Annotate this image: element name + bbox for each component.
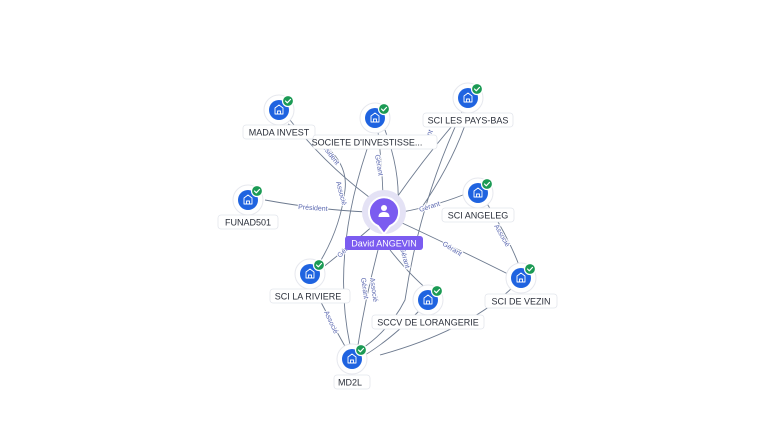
edge-label-funad-president: Président [298,204,328,213]
company-label: MADA INVEST [249,128,310,138]
company-node-vezin[interactable]: SCI DE VEZIN [484,262,558,309]
company-label: SCI DE VEZIN [491,297,550,307]
company-node-angeleg[interactable]: SCI ANGELEG [441,177,515,223]
company-node-funad[interactable]: FUNAD501 [217,184,279,230]
company-label: SCI LES PAYS-BAS [428,116,509,126]
company-node-paysbas[interactable]: SCI LES PAYS-BAS [422,82,514,128]
edge-center-md2l [357,249,379,346]
edge-center-lorangerie [389,249,429,291]
edge-label-center-vezin-gerant: Gérant [441,241,463,258]
verified-badge-icon [430,284,444,298]
edge-funad-president [264,199,369,213]
edge-label-riviere-md2l-associe: Associé [322,310,339,335]
verified-badge-icon [281,94,295,108]
company-label: SCI LA RIVIERE [275,292,342,302]
edge-label-center-lorangerie-gerant: Gérant [398,247,410,270]
edge-paysbas-associe [359,111,463,351]
person-node-center[interactable]: David ANGEVIN [345,190,423,250]
edge-center-vezin [399,221,511,276]
company-node-mada[interactable]: MADA INVEST [242,94,316,140]
person-label: David ANGEVIN [351,239,417,249]
verified-badge-icon [470,82,484,96]
company-node-societe[interactable]: SOCIETE D'INVESTISSE... [312,102,438,150]
company-label: FUNAD501 [225,218,271,228]
edge-labels: Président Associé Gérant Gérant Présiden… [297,128,512,336]
verified-badge-icon [377,102,391,116]
verified-badge-icon [250,184,264,198]
verified-badge-icon [480,177,494,191]
company-node-md2l[interactable]: MD2L [333,343,371,390]
company-label: SOCIETE D'INVESTISSE... [312,138,423,148]
edge-label-angeleg-vezin-associe: Associé [492,224,510,249]
person-icon [378,205,390,217]
edge-label-center-md2l-gerant: Gérant [359,277,369,299]
verified-badge-icon [312,258,326,272]
edge-label-angeleg-gerant: Gérant [418,201,441,214]
verified-badge-icon [354,343,368,357]
company-node-lorangerie[interactable]: SCCV DE LORANGERIE [371,284,485,330]
company-label: SCI ANGELEG [448,211,509,221]
edge-label-center-md2l-associe: Associé [368,277,378,302]
verified-badge-icon [523,262,537,276]
company-label: SCCV DE LORANGERIE [377,318,479,328]
company-node-riviere[interactable]: SCI LA RIVIERE [269,258,351,304]
edge-label-societe-gerant: Gérant [373,154,384,176]
company-label: MD2L [338,378,362,388]
